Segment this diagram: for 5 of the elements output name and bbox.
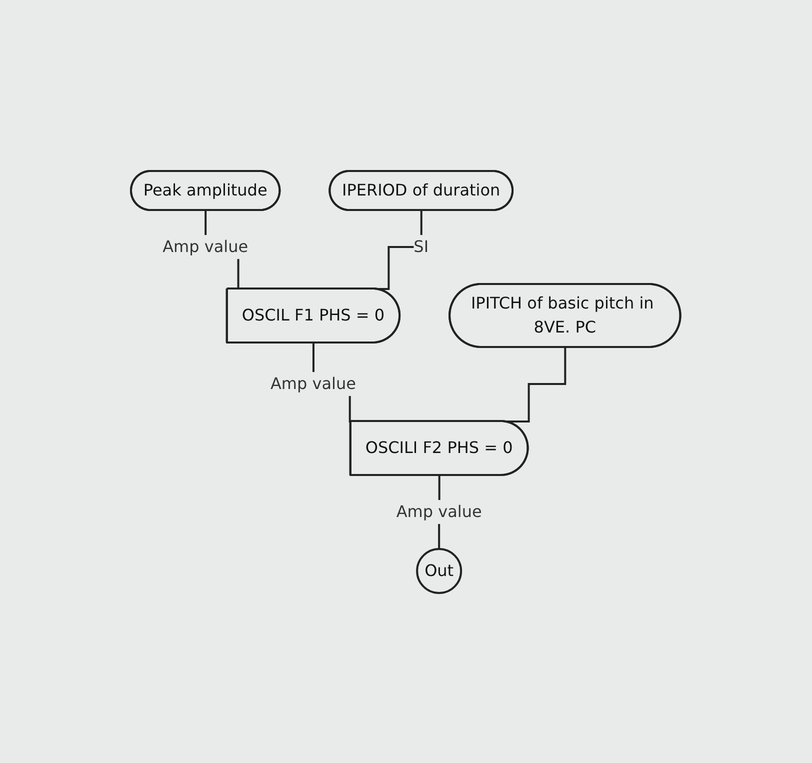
edge-label: Amp value	[162, 236, 248, 256]
edge-label: Amp value	[270, 373, 356, 392]
edge-label: SI	[414, 236, 429, 256]
node-circle: Out	[416, 547, 462, 594]
edge-label: Amp value	[396, 501, 482, 520]
